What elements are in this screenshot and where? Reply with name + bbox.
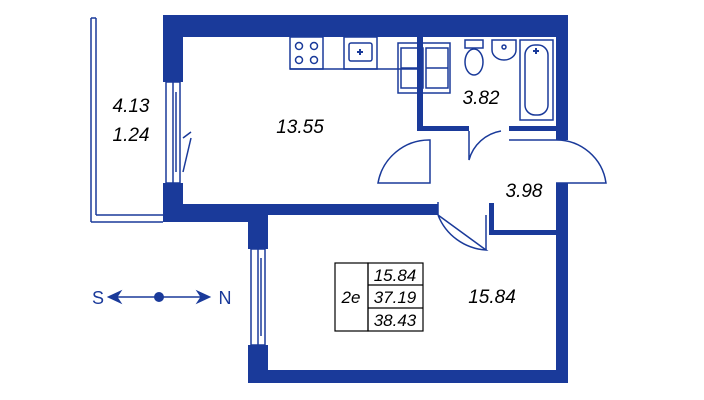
total-area-value: 37.19 — [374, 288, 417, 307]
compass-arrow-icon — [106, 289, 212, 305]
bedroom-window — [250, 248, 266, 346]
doors — [377, 130, 607, 251]
compass-south-label: S — [92, 288, 104, 308]
kitchen-window — [165, 81, 181, 184]
kitchen-area-label: 13.55 — [276, 117, 324, 138]
total-with-balcony-value: 38.43 — [374, 311, 417, 330]
kitchen-sink-icon — [343, 36, 378, 70]
balcony — [90, 17, 163, 223]
bathtub-icon — [519, 39, 554, 121]
compass-north-label: N — [219, 288, 232, 308]
unit-type-label: 2е — [341, 288, 361, 307]
balcony-area-label: 4.13 — [113, 96, 150, 117]
stove-icon — [289, 36, 324, 70]
living-area-value: 15.84 — [374, 266, 417, 285]
toilet-icon — [464, 39, 484, 76]
area-summary-table — [334, 262, 424, 332]
hall-area-label: 3.98 — [506, 181, 543, 202]
balcony-door — [182, 131, 192, 173]
bedroom-area-label: 15.84 — [468, 287, 516, 308]
washbasin-icon — [491, 39, 517, 61]
walls — [163, 15, 568, 383]
washing-machine-icon — [397, 42, 451, 94]
bathroom-area-label: 3.82 — [463, 88, 500, 109]
balcony-area-label-secondary: 1.24 — [113, 125, 150, 146]
